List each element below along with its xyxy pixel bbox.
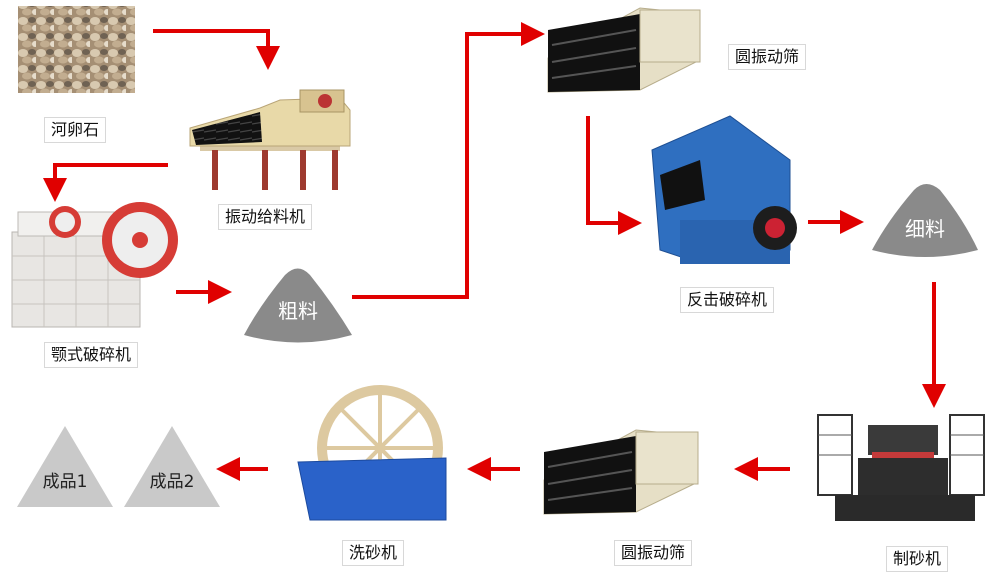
washer-label: 洗砂机 xyxy=(342,540,405,566)
product-1-triangle: 成品1 xyxy=(17,426,113,507)
vibrating-screen-1-image xyxy=(547,7,701,93)
fine-pile: 细料 xyxy=(872,184,978,257)
product-2-triangle: 成品2 xyxy=(124,426,220,507)
impact-crusher-image xyxy=(651,115,797,264)
arrow-coarse-to-screen1 xyxy=(352,22,545,299)
product-1-label: 成品1 xyxy=(43,472,88,492)
impact-crusher-label: 反击破碎机 xyxy=(680,287,775,313)
fine-label: 细料 xyxy=(905,217,945,241)
pebble-label: 河卵石 xyxy=(44,117,107,143)
arrow-screen1-to-impact xyxy=(586,116,642,235)
arrow-feeder-to-jaw xyxy=(43,163,168,202)
vibrating-feeder-image xyxy=(189,89,351,190)
screen-2-label: 圆振动筛 xyxy=(614,540,693,566)
sand-making-machine-image xyxy=(817,414,985,521)
coarse-pile: 粗料 xyxy=(244,268,352,343)
product-2-label: 成品2 xyxy=(150,472,195,492)
jaw-crusher-image xyxy=(11,202,178,328)
vibrating-screen-2-image xyxy=(543,429,699,515)
sand-washer-image xyxy=(297,385,447,521)
jaw-crusher-label: 颚式破碎机 xyxy=(44,342,139,368)
pebble-image xyxy=(18,6,135,93)
sand-maker-label: 制砂机 xyxy=(886,546,949,572)
arrow-pebble-to-feeder xyxy=(153,29,280,70)
feeder-label: 振动给料机 xyxy=(218,204,313,230)
screen-1-label: 圆振动筛 xyxy=(728,44,807,70)
coarse-label: 粗料 xyxy=(278,299,318,323)
